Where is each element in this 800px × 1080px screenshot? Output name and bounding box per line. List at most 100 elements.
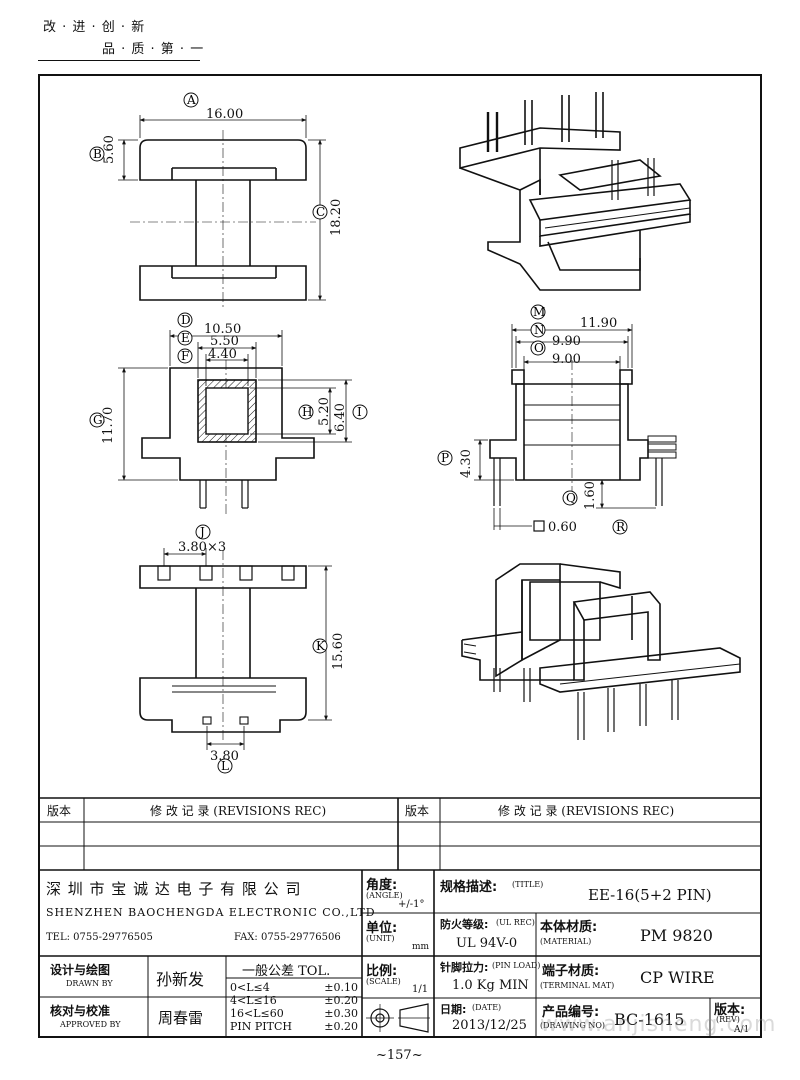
rev-value: A/1 xyxy=(734,1025,750,1035)
balloon-a: A xyxy=(183,92,199,108)
side-view xyxy=(489,360,677,532)
material-label-en: (MATERIAL) xyxy=(540,937,592,946)
drawn-by-label: 设计与绘图 xyxy=(50,963,111,977)
dim-a-value: 16.00 xyxy=(206,107,243,122)
approved-by-name: 周春雷 xyxy=(158,1009,204,1027)
terminal-label: 端子材质: xyxy=(542,964,600,979)
balloon-r: R xyxy=(612,519,628,535)
dim-j-value: 3.80×3 xyxy=(178,540,226,555)
dim-g-value: 11.70 xyxy=(101,407,116,444)
svg-text:L: L xyxy=(221,759,229,773)
svg-text:O: O xyxy=(534,341,544,355)
drawn-by-label-en: DRAWN BY xyxy=(66,979,113,988)
tolerance-table: 0<L≤4±0.10 4<L≤16±0.20 16<L≤60±0.30 PIN … xyxy=(230,981,358,1033)
balloon-f: F xyxy=(177,348,193,364)
scale-value: 1/1 xyxy=(412,984,429,995)
slogan-rule xyxy=(38,60,200,61)
balloon-p: P xyxy=(437,450,453,466)
balloon-i: I xyxy=(352,404,368,420)
svg-text:P: P xyxy=(441,451,449,465)
pin-load-label: 针脚拉力: xyxy=(440,961,489,974)
svg-text:C: C xyxy=(316,205,325,219)
svg-text:I: I xyxy=(357,405,362,419)
isometric-view-top xyxy=(459,92,692,291)
dim-m-value: 11.90 xyxy=(580,316,617,331)
balloon-k: K xyxy=(312,638,328,654)
company-name-cn: 深 圳 市 宝 诚 达 电 子 有 限 公 司 xyxy=(46,880,302,898)
tolerance-row: 0<L≤4±0.10 xyxy=(230,981,358,994)
dim-k-value: 15.60 xyxy=(331,633,346,670)
company-fax: FAX: 0755-29776506 xyxy=(234,932,341,943)
revision-record-header-right: 修 改 记 录 (REVISIONS REC) xyxy=(498,803,674,818)
svg-text:K: K xyxy=(316,639,326,653)
revision-headers: 版本 修 改 记 录 (REVISIONS REC) 版本 修 改 记 录 (R… xyxy=(47,803,674,818)
scale-label-en: (SCALE) xyxy=(366,977,401,986)
material-label: 本体材质: xyxy=(540,920,598,935)
material-value: PM 9820 xyxy=(640,926,713,945)
drawing-frame xyxy=(38,74,762,1038)
company-tel: TEL: 0755-29776505 xyxy=(46,932,153,943)
unit-label-en: (UNIT) xyxy=(366,934,395,943)
dimension-lines xyxy=(118,115,656,750)
balloon-h: H xyxy=(298,404,314,420)
dim-f-value: 4.40 xyxy=(208,347,237,362)
title-label: 规格描述: xyxy=(440,880,498,895)
dim-l-value: 3.80 xyxy=(210,749,239,764)
balloon-q: Q xyxy=(562,490,578,506)
title-label-en: (TITLE) xyxy=(512,880,544,889)
balloon-e: E xyxy=(177,330,193,346)
dimension-values: 16.00 5.60 18.20 10.50 5.50 4.40 11.70 5… xyxy=(101,107,617,764)
svg-text:E: E xyxy=(181,331,190,345)
balloon-m: M xyxy=(530,304,546,320)
svg-text:H: H xyxy=(302,405,312,419)
balloon-b: B xyxy=(89,146,105,162)
rev-label-en: (REV) xyxy=(716,1015,740,1024)
date-label: 日期: xyxy=(440,1003,467,1016)
title-value: EE-16(5+2 PIN) xyxy=(588,886,712,904)
dim-e-value: 5.50 xyxy=(210,334,239,349)
balloon-g: G xyxy=(89,412,105,428)
terminal-label-en: (TERMINAL MAT) xyxy=(540,981,615,990)
svg-text:B: B xyxy=(93,147,102,161)
tolerance-row: 16<L≤60±0.30 xyxy=(230,1007,358,1020)
date-value: 2013/12/25 xyxy=(452,1018,527,1033)
tolerance-title: 一般公差 TOL. xyxy=(242,964,331,979)
balloon-d: D xyxy=(177,312,193,328)
balloon-j: J xyxy=(195,524,211,540)
date-label-en: (DATE) xyxy=(472,1003,502,1012)
dim-c-value: 18.20 xyxy=(329,199,344,236)
balloon-labels: A B C D E F G H I M N O P Q R J K L xyxy=(89,92,628,774)
svg-text:F: F xyxy=(181,349,189,363)
angle-value: +/-1° xyxy=(398,899,425,910)
bottom-view xyxy=(139,550,307,740)
page-number: ~157~ xyxy=(376,1048,423,1063)
unit-value: mm xyxy=(412,942,430,952)
isometric-view-bottom xyxy=(461,563,741,740)
drawing-no-value: BC-1615 xyxy=(614,1010,685,1029)
ul-label: 防火等级: xyxy=(440,918,489,931)
terminal-value: CP WIRE xyxy=(640,968,715,987)
svg-text:M: M xyxy=(533,305,545,319)
unit-label: 单位: xyxy=(366,921,398,936)
dim-r-value: 0.60 xyxy=(548,520,577,535)
drawing-no-label: 产品编号: xyxy=(542,1005,600,1020)
revision-version-header-left: 版本 xyxy=(47,804,71,818)
projection-symbol-icon xyxy=(366,1003,430,1033)
balloon-c: C xyxy=(312,204,328,220)
scale-label: 比例: xyxy=(366,964,398,979)
company-name-en: SHENZHEN BAOCHENGDA ELECTRONIC CO.,LTD xyxy=(46,906,376,919)
dim-q-value: 1.60 xyxy=(583,481,598,510)
tolerance-row: 4<L≤16±0.20 xyxy=(230,994,358,1007)
svg-text:Q: Q xyxy=(566,491,576,505)
svg-text:N: N xyxy=(534,323,545,337)
dim-o-value: 9.00 xyxy=(552,352,581,367)
dim-n-value: 9.90 xyxy=(552,334,581,349)
front-view-section xyxy=(197,379,257,443)
slogan-line-2: 品 · 质 · 第 · 一 xyxy=(102,42,205,57)
tolerance-row: PIN PITCH±0.20 xyxy=(230,1020,358,1033)
dim-i-value: 6.40 xyxy=(333,403,348,432)
drawn-by-name: 孙新发 xyxy=(156,970,205,989)
approved-by-label: 核对与校准 xyxy=(50,1004,111,1018)
svg-text:A: A xyxy=(186,93,196,107)
